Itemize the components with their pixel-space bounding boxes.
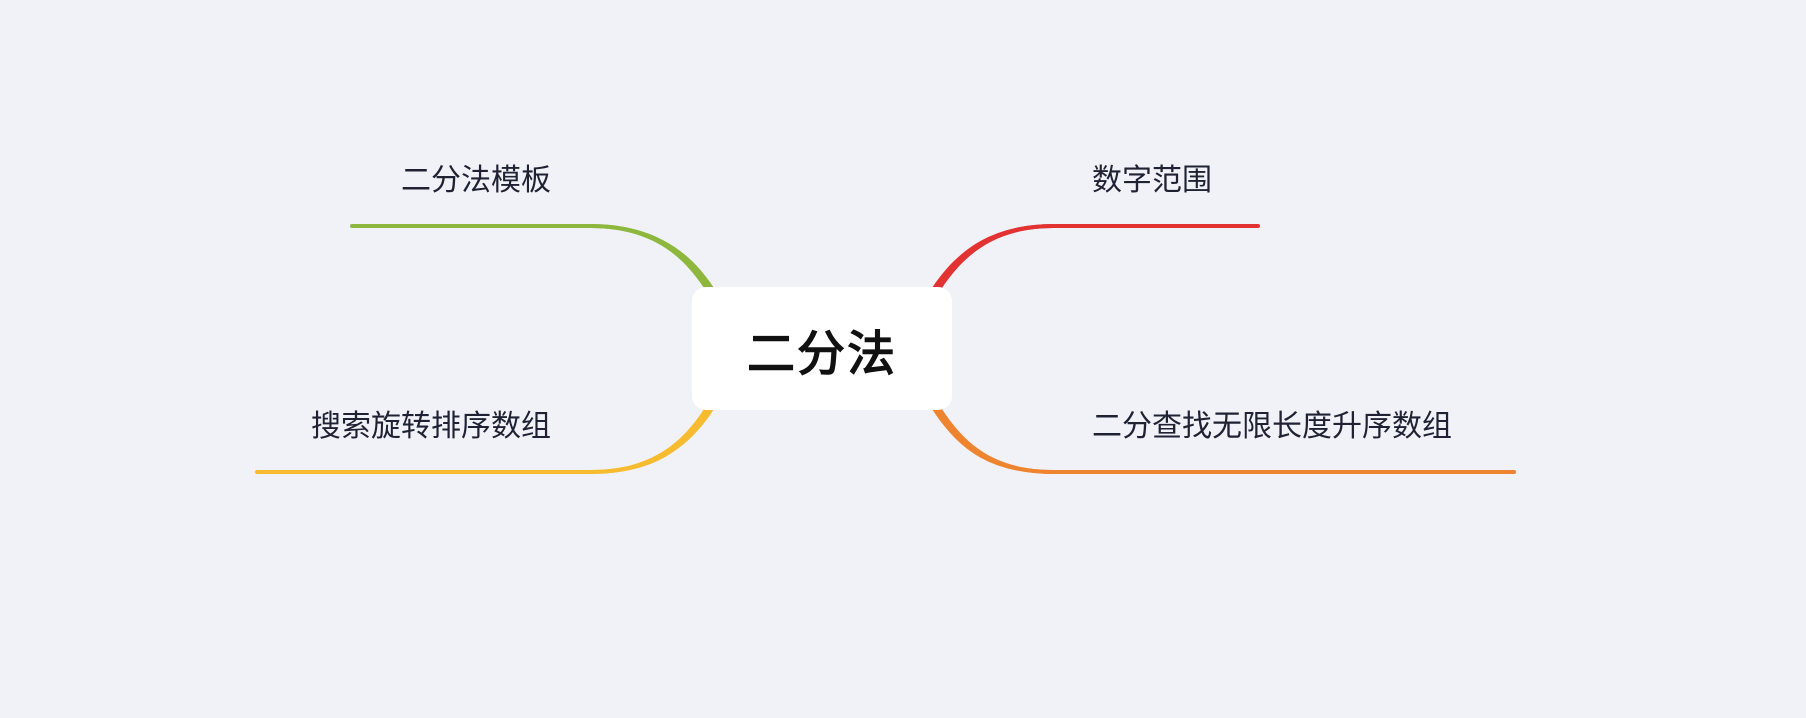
root-label: 二分法 <box>746 325 897 382</box>
connector-bottom-left-taper <box>590 409 714 474</box>
connector-bottom-right-taper <box>932 409 1054 474</box>
branch-label-bottom-left[interactable]: 搜索旋转排序数组 <box>311 409 551 444</box>
connector-top-left-taper <box>590 224 714 288</box>
branch-label-top-right[interactable]: 数字范围 <box>1092 163 1212 198</box>
branch-label-top-left[interactable]: 二分法模板 <box>401 163 551 198</box>
connector-top-left <box>350 224 712 290</box>
branch-label-bottom-right[interactable]: 二分查找无限长度升序数组 <box>1092 409 1452 444</box>
root-node[interactable]: 二分法 <box>692 287 952 410</box>
connector-top-right-taper <box>932 224 1054 288</box>
connector-top-right <box>933 224 1260 290</box>
